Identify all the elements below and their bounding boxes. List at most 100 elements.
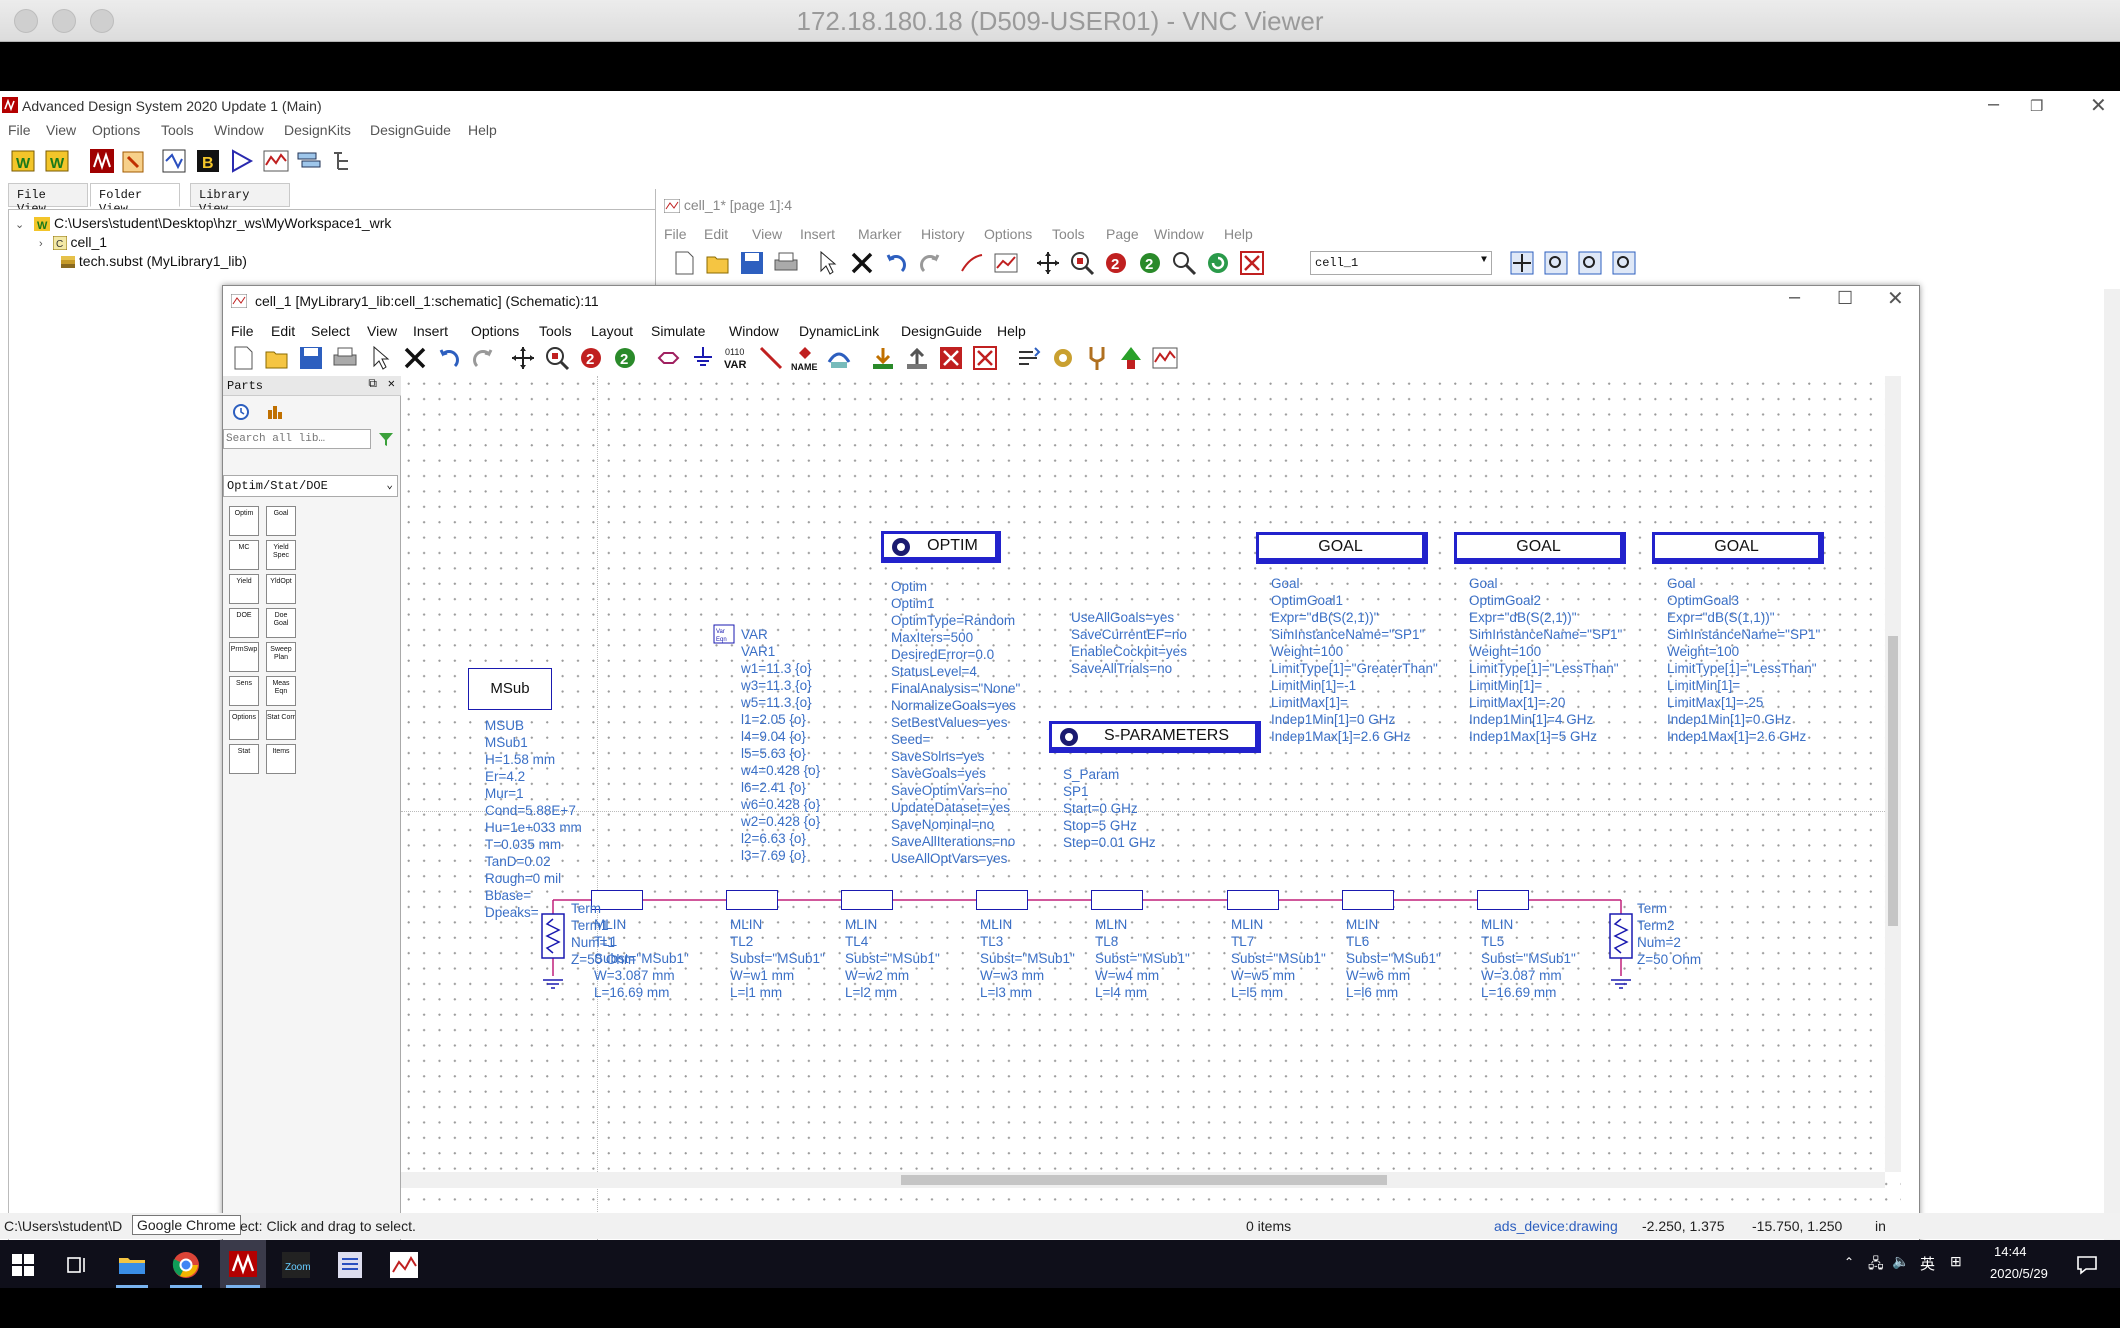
part-14[interactable]: Stat: [229, 744, 259, 774]
schematic-close-icon[interactable]: ✕: [1887, 288, 1904, 310]
layout-new-icon[interactable]: [670, 249, 698, 277]
sch-menu-designguide[interactable]: DesignGuide: [901, 323, 982, 339]
sch-select-icon[interactable]: [367, 344, 395, 372]
layout-menu-file[interactable]: File: [664, 226, 687, 242]
tray-chevron-icon[interactable]: ⌃: [1844, 1255, 1855, 1269]
tl3-line[interactable]: [976, 890, 1028, 910]
data-display-window-icon[interactable]: [1151, 344, 1179, 372]
hierarchy-icon[interactable]: [328, 147, 356, 175]
history-icon[interactable]: [231, 402, 251, 422]
layout-move-icon[interactable]: [1034, 249, 1062, 277]
tab-folder-view[interactable]: Folder View: [90, 183, 180, 216]
close-dot-icon[interactable]: [14, 9, 38, 33]
layout-menu-help[interactable]: Help: [1224, 226, 1253, 242]
sch-menu-select[interactable]: Select: [311, 323, 350, 339]
menu-designguide[interactable]: DesignGuide: [370, 122, 451, 138]
zoom-prev-icon[interactable]: [1576, 249, 1604, 277]
tl4-line[interactable]: [841, 890, 893, 910]
tl6-line[interactable]: [1342, 890, 1394, 910]
ime-mode-icon[interactable]: ⊞: [1950, 1253, 1962, 1269]
insert-ground-icon[interactable]: [689, 344, 717, 372]
sch-menu-tools[interactable]: Tools: [539, 323, 572, 339]
schematic-canvas[interactable]: OPTIM Optim Optim1 OptimType=Random MaxI…: [401, 376, 1901, 1286]
filter-icon[interactable]: [377, 430, 395, 448]
sch-delete-icon[interactable]: [401, 344, 429, 372]
select-chevron-icon[interactable]: ⌄: [386, 480, 393, 492]
layout-delete-icon[interactable]: [848, 249, 876, 277]
float-icon[interactable]: ⧉: [368, 377, 377, 391]
chevron-down-icon[interactable]: ⌄: [15, 219, 25, 231]
view-all-icon[interactable]: [1508, 249, 1536, 277]
zoom-dot-icon[interactable]: [90, 9, 114, 33]
sch-zoom-in-icon[interactable]: 2: [577, 344, 605, 372]
goal2-component[interactable]: GOAL: [1454, 532, 1626, 564]
tl2-line[interactable]: [726, 890, 778, 910]
part-9[interactable]: Sweep Plan: [266, 642, 296, 672]
part-2[interactable]: MC: [229, 540, 259, 570]
layout-menu-options[interactable]: Options: [984, 226, 1033, 242]
zoom-fit-icon[interactable]: [1542, 249, 1570, 277]
part-10[interactable]: Sens: [229, 676, 259, 706]
insert-wire-icon[interactable]: [757, 344, 785, 372]
dropdown-arrow-icon[interactable]: ▼: [1480, 255, 1487, 266]
insert-name-icon[interactable]: NAME: [791, 344, 819, 372]
status-layer[interactable]: ads_device:drawing: [1494, 1218, 1618, 1234]
library-icon[interactable]: [296, 147, 324, 175]
sch-menu-options[interactable]: Options: [471, 323, 520, 339]
sch-move-icon[interactable]: [509, 344, 537, 372]
tree-subst[interactable]: tech.subst (MyLibrary1_lib): [61, 253, 247, 269]
zoom-sel-icon[interactable]: [1610, 249, 1638, 277]
optim-component[interactable]: OPTIM: [881, 531, 1001, 563]
goal3-component[interactable]: GOAL: [1652, 532, 1824, 564]
sch-undo-icon[interactable]: [435, 344, 463, 372]
layout-trace-icon[interactable]: [958, 249, 986, 277]
layout-vscroll[interactable]: [2104, 289, 2120, 1289]
layout-plot-icon[interactable]: [992, 249, 1020, 277]
msub-component[interactable]: MSub: [468, 668, 552, 710]
layout-zoom-icon[interactable]: [1170, 249, 1198, 277]
ime-indicator[interactable]: 英: [1920, 1256, 1936, 1273]
part-0[interactable]: Optim: [229, 506, 259, 536]
layout-redo-icon[interactable]: [916, 249, 944, 277]
new-dds-icon[interactable]: [228, 147, 256, 175]
sch-save-icon[interactable]: [297, 344, 325, 372]
layout-menu-window[interactable]: Window: [1154, 226, 1204, 242]
hscroll-thumb[interactable]: [901, 1175, 1387, 1185]
part-15[interactable]: Items: [266, 744, 296, 774]
part-3[interactable]: Yield Spec: [266, 540, 296, 570]
optimize-icon[interactable]: [1049, 344, 1077, 372]
layout-menu-history[interactable]: History: [921, 226, 965, 242]
tl8-line[interactable]: [1091, 890, 1143, 910]
menu-view[interactable]: View: [46, 122, 77, 138]
parts-close-icon[interactable]: ✕: [387, 377, 395, 391]
short-icon[interactable]: [971, 344, 999, 372]
volume-icon[interactable]: 🔈: [1892, 1253, 1910, 1269]
goal1-component[interactable]: GOAL: [1256, 532, 1428, 564]
part-8[interactable]: PrmSwp: [229, 642, 259, 672]
tree-cell[interactable]: › C cell_1: [39, 234, 107, 251]
restore-icon[interactable]: ❐: [2030, 98, 2044, 115]
data-display-icon[interactable]: [262, 147, 290, 175]
layout-zoom-area-icon[interactable]: [1068, 249, 1096, 277]
layout-menu-view[interactable]: View: [752, 226, 783, 242]
sch-zoom-out-icon[interactable]: 2: [611, 344, 639, 372]
sch-menu-edit[interactable]: Edit: [271, 323, 296, 339]
sch-menu-dynamiclink[interactable]: DynamicLink: [799, 323, 880, 339]
part-4[interactable]: Yield: [229, 574, 259, 604]
layout-cell-combo[interactable]: cell_1 ▼: [1310, 251, 1492, 275]
minimize-icon[interactable]: –: [1988, 93, 2000, 115]
menu-file[interactable]: File: [8, 122, 31, 138]
sparam-component[interactable]: S-PARAMETERS: [1049, 721, 1261, 753]
open-workspace-icon[interactable]: W: [44, 147, 72, 175]
tab-library-view[interactable]: Library View: [190, 183, 290, 216]
layout-refresh-icon[interactable]: [1204, 249, 1232, 277]
layout-menu-tools[interactable]: Tools: [1052, 226, 1085, 242]
canvas-vscroll[interactable]: [1885, 376, 1901, 1172]
tl1-line[interactable]: [591, 890, 643, 910]
sch-menu-file[interactable]: File: [231, 323, 254, 339]
part-11[interactable]: Meas Eqn: [266, 676, 296, 706]
layout-zoom-in-icon[interactable]: 2: [1102, 249, 1130, 277]
task-view-icon[interactable]: [66, 1254, 88, 1276]
sch-zoom-area-icon[interactable]: [543, 344, 571, 372]
